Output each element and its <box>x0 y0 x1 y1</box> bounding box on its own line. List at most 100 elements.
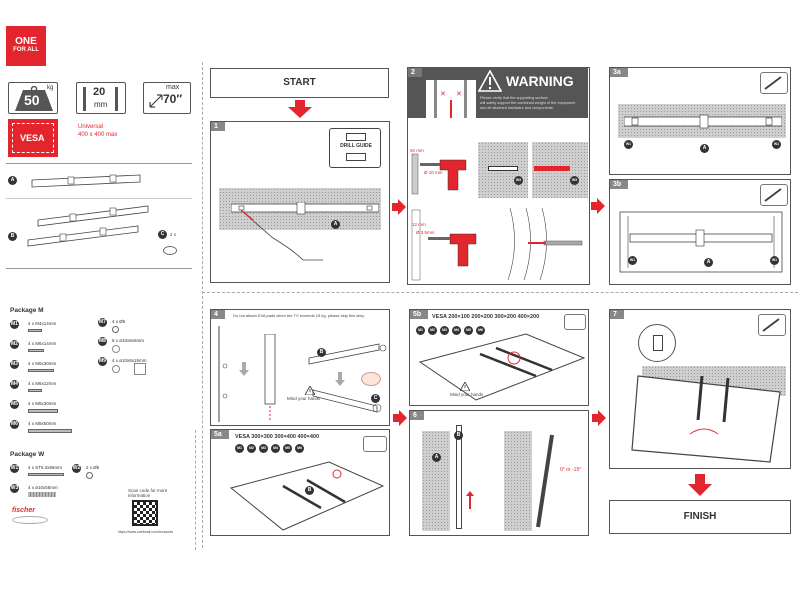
step3a-part-a: A <box>700 144 709 153</box>
screw-m4-image <box>28 389 42 392</box>
plug-w3-label: W3 <box>514 176 523 185</box>
plug-insert-image: W3 <box>478 142 528 198</box>
fischer-text: fischer <box>12 507 35 514</box>
pkg-m-item-1: 4 x M4x14mm <box>28 321 57 326</box>
depth-value: 20 <box>93 86 106 98</box>
diagonal-arrow-icon <box>149 94 163 108</box>
step-4-panel: 4 Do not attach EVA pads when the TV exc… <box>210 309 390 426</box>
screwdriver-icon-5b <box>564 314 586 330</box>
screen-size-spec-box: max 70″ <box>143 82 191 114</box>
screw-m2-image <box>28 349 44 352</box>
finish-arrow-icon <box>688 474 712 496</box>
horizontal-cut-line <box>202 292 798 293</box>
arrow-1-to-2-icon <box>392 199 406 215</box>
step5a-part-m3: M3 <box>259 444 268 453</box>
one-for-all-logo: ONE FOR ALL <box>6 26 46 66</box>
package-w-title: Package W <box>10 451 45 458</box>
arms-b-image <box>27 205 149 247</box>
step-2-badge: 2 <box>408 68 422 77</box>
pkg-m-item-4-code: M4 <box>10 380 19 389</box>
arrow-up-6-icon <box>466 491 474 509</box>
step-5a-badge: 5a <box>211 430 229 439</box>
arrow-down-4-icon <box>239 362 249 376</box>
screw-w1-image <box>28 473 64 476</box>
arrow-5-to-6-icon <box>393 410 407 426</box>
fischer-logo: fischer <box>12 507 50 525</box>
rail-3a-image <box>624 114 782 129</box>
warning-title: WARNING <box>506 73 574 89</box>
pkg-m-item-5: 4 x M8x30mm <box>28 401 57 406</box>
finish-box: FINISH <box>609 500 791 534</box>
pkg-w-item-1: 4 x ST6.3x55mm <box>28 465 63 470</box>
step5a-part-m5: M5 <box>283 444 292 453</box>
step-6-panel: 6 A B 0° or -15° <box>409 410 589 536</box>
logo-line2: FOR ALL <box>13 47 39 53</box>
wall-6a-image <box>422 431 450 531</box>
arrow-down-4b-icon <box>335 372 345 386</box>
arrow-6-to-7-icon <box>592 410 606 426</box>
plug-set-image: W3 <box>532 142 588 198</box>
drill-guide-box: DRILL GUIDE <box>329 128 381 168</box>
arrow-2-to-3-icon <box>591 198 605 214</box>
step3b-w1-left: W1 <box>628 256 637 265</box>
warning-text-1: Please verify that the supporting surfac… <box>480 96 548 100</box>
mind-hands-5b: Mind your hands <box>450 392 484 397</box>
wall-plug-w3-image <box>28 492 56 497</box>
tilted-arm-6b-image <box>536 434 554 528</box>
depth-unit: mm <box>94 100 108 109</box>
weight-icon <box>15 86 53 111</box>
pkg-m-item-1-code: M1 <box>10 320 19 329</box>
part-c-qty: 2 x <box>170 232 177 237</box>
pkg-m-item-9: 4 x ø10x8x15mm <box>112 358 147 363</box>
step-7-badge: 7 <box>610 310 624 319</box>
depth-spec-box: 20 mm <box>76 82 126 114</box>
hand-with-pencil-image <box>240 209 323 261</box>
drill-wood-image: 12 mm Ø 3.5mm <box>410 206 494 282</box>
wood-wall-3b-image <box>619 211 783 273</box>
screw-m3-image <box>28 369 54 372</box>
caution-icon-4 <box>305 386 315 395</box>
step5b-part-m6: M6 <box>476 326 485 335</box>
pkg-m-item-6-code: M6 <box>10 420 19 429</box>
step5b-parts-row: M1 M2 M3 M4 M5 M6 <box>416 326 526 336</box>
warning-triangle-icon <box>478 70 502 92</box>
arm-with-pads-image <box>308 343 387 365</box>
step-2-panel: 2 WARNING Please verify that the support… <box>407 67 590 285</box>
step-5b-badge: 5b <box>410 310 428 319</box>
vesa-desc2: 400 x 400 max <box>78 132 118 138</box>
step3b-part-a: A <box>704 258 713 267</box>
pkg-w-item-2: 2 x Ø6 <box>86 465 100 470</box>
pkg-m-item-8: 8 x ø10x8x5mm <box>112 338 145 343</box>
weight-unit: kg <box>47 85 54 91</box>
part-c-label: C <box>158 230 167 239</box>
start-arrow-icon <box>288 100 312 118</box>
pkg-m-item-7-code: M7 <box>98 318 107 327</box>
pkg-m-item-2: 4 x M6x14mm <box>28 341 57 346</box>
wall-6b-image <box>504 431 532 531</box>
step-3a-badge: 3a <box>610 68 628 77</box>
drill-depth-60: 60 mm <box>410 148 424 153</box>
weight-value: 50 <box>24 92 40 108</box>
step-5b-panel: 5b VESA 200×100 200×200 300×200 400×200 … <box>409 309 589 406</box>
spacer-m9-image <box>112 365 120 373</box>
plug-w3-label-2: W3 <box>570 176 579 185</box>
tilt-label: 0° or -15° <box>560 467 582 473</box>
step1-part-a-label: A <box>331 220 340 229</box>
step-4-badge: 4 <box>211 310 225 319</box>
url-text: https://www.oneforall.com/tvmounts <box>118 530 174 534</box>
pkg-m-item-5-code: M5 <box>10 400 19 409</box>
part-a-label: A <box>8 176 17 185</box>
pkg-m-item-3-code: M3 <box>10 360 19 369</box>
step5a-part-b: B <box>305 486 314 495</box>
spacer-m9-side-image <box>134 363 146 375</box>
left-fold-line <box>195 430 196 550</box>
arm-6a-image <box>456 425 462 529</box>
vertical-cut-line <box>202 62 203 548</box>
pad-hand-image <box>361 372 381 386</box>
pkg-m-item-7: 4 x Ø6 <box>112 319 126 324</box>
qr-caption: Scan code for more information <box>128 488 168 498</box>
step5a-vesa: VESA 300×300 300×400 400×400 <box>235 434 320 440</box>
step-7-panel: 7 <box>609 309 791 469</box>
step5b-vesa: VESA 200×100 200×200 300×200 400×200 <box>432 314 540 320</box>
max-label: max <box>166 84 180 91</box>
